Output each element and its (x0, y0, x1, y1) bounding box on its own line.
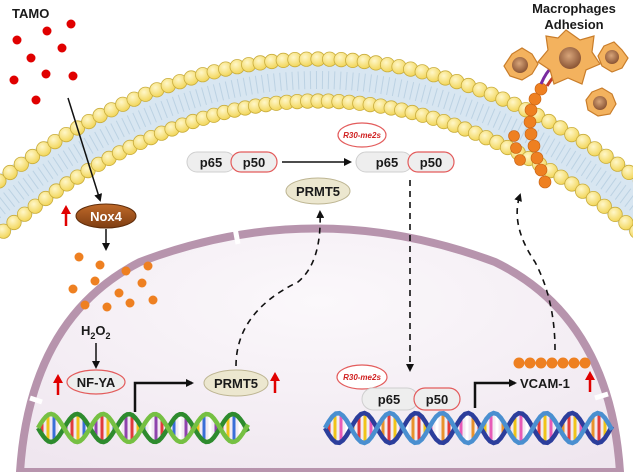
prmt5-label-nucleus: PRMT5 (214, 376, 258, 391)
adhesion-label: Adhesion (544, 17, 603, 32)
lipid-head-outer (564, 127, 580, 143)
lipid-head-outer (36, 141, 52, 157)
prmt5-node-nucleus: PRMT5 (203, 369, 269, 397)
vcam1-up-arrow-icon (585, 371, 595, 392)
vcam1-export-dashed-arrow (514, 193, 556, 351)
lipid-head-outer (541, 113, 557, 130)
dna-strand (323, 410, 614, 446)
lipid-head-outer (552, 120, 569, 136)
lipid-head-inner (38, 190, 54, 207)
tamo-to-nox4-arrow (67, 97, 103, 202)
p65-label-right: p65 (376, 155, 398, 170)
r30-label-bottom: R30-me2s (343, 373, 381, 382)
lipid-head-outer (575, 133, 591, 150)
tamo-particles (9, 19, 78, 105)
vcam1-chain (513, 357, 591, 369)
promoter-arrow-prmt5 (133, 379, 194, 412)
lipid-head-inner (48, 183, 64, 199)
p65-p50-complex-methylated: R30-me2s p65 p50 (337, 122, 455, 173)
p65-p50-complex-cytoplasm: p65 p50 (186, 151, 278, 173)
lipid-head-outer (47, 134, 63, 150)
lipid-head-outer (24, 148, 41, 165)
p65-label-left: p65 (200, 155, 222, 170)
p65-p50-complex-dna: R30-me2s p65 p50 (336, 364, 461, 411)
prmt5-up-arrow-icon (270, 372, 280, 393)
nucleus (15, 224, 625, 472)
lipid-head-inner (553, 169, 569, 185)
lipid-head-outer (598, 148, 614, 164)
lipid-head-inner (564, 176, 580, 192)
lipid-head-outer (621, 164, 633, 180)
p50-label-dna: p50 (426, 392, 448, 407)
p50-label-left: p50 (243, 155, 265, 170)
prmt5-export-dashed-arrow (235, 210, 325, 367)
nfya-up-arrow-icon (53, 374, 63, 395)
tamo-label: TAMO (12, 6, 49, 21)
lipid-head-outer (58, 127, 74, 143)
prmt5-node-cytoplasm: PRMT5 (285, 177, 351, 205)
lipid-head-outer (2, 164, 18, 181)
dna-helix-icon-right (323, 410, 614, 446)
dna-helix-icon-left (36, 411, 250, 445)
lipid-head-inner (585, 191, 602, 207)
promoter-arrow-vcam1 (473, 379, 517, 408)
macrophage-cell-icon (503, 29, 629, 117)
lipid-head-inner (0, 223, 11, 239)
lipid-head-outer (587, 141, 603, 157)
p50-label-right: p50 (420, 155, 442, 170)
macrophages-label: Macrophages (532, 1, 616, 16)
p65-label-dna: p65 (378, 392, 400, 407)
nox4-label: Nox4 (90, 209, 123, 224)
lipid-head-outer (13, 156, 29, 172)
r30-label-top: R30-me2s (343, 131, 381, 140)
vcam1-membrane-receptor (508, 82, 552, 189)
prmt5-label-cytoplasm: PRMT5 (296, 184, 340, 199)
lipid-head-inner (618, 215, 633, 231)
h2o2-label: H2O2 (81, 323, 111, 341)
lipid-head-inner (629, 224, 633, 238)
lipid-head-inner (574, 183, 591, 199)
lipid-head-outer (609, 156, 626, 172)
lipid-head-inner (17, 206, 33, 222)
lipid-head-inner (27, 198, 43, 214)
h2o2-particles (68, 252, 158, 312)
nox4-up-arrow-icon (61, 205, 71, 226)
nfya-label: NF-YA (77, 375, 116, 390)
lipid-head-inner (596, 198, 612, 214)
lipid-head-inner (607, 206, 623, 222)
lipid-head-inner (6, 214, 22, 231)
nuclear-pores (29, 227, 609, 405)
vcam1-label: VCAM-1 (520, 376, 570, 391)
dna-strand (36, 411, 250, 445)
dna-strand (323, 410, 614, 446)
nfya-node: NF-YA (66, 369, 126, 395)
nox4-node: Nox4 (75, 203, 137, 229)
